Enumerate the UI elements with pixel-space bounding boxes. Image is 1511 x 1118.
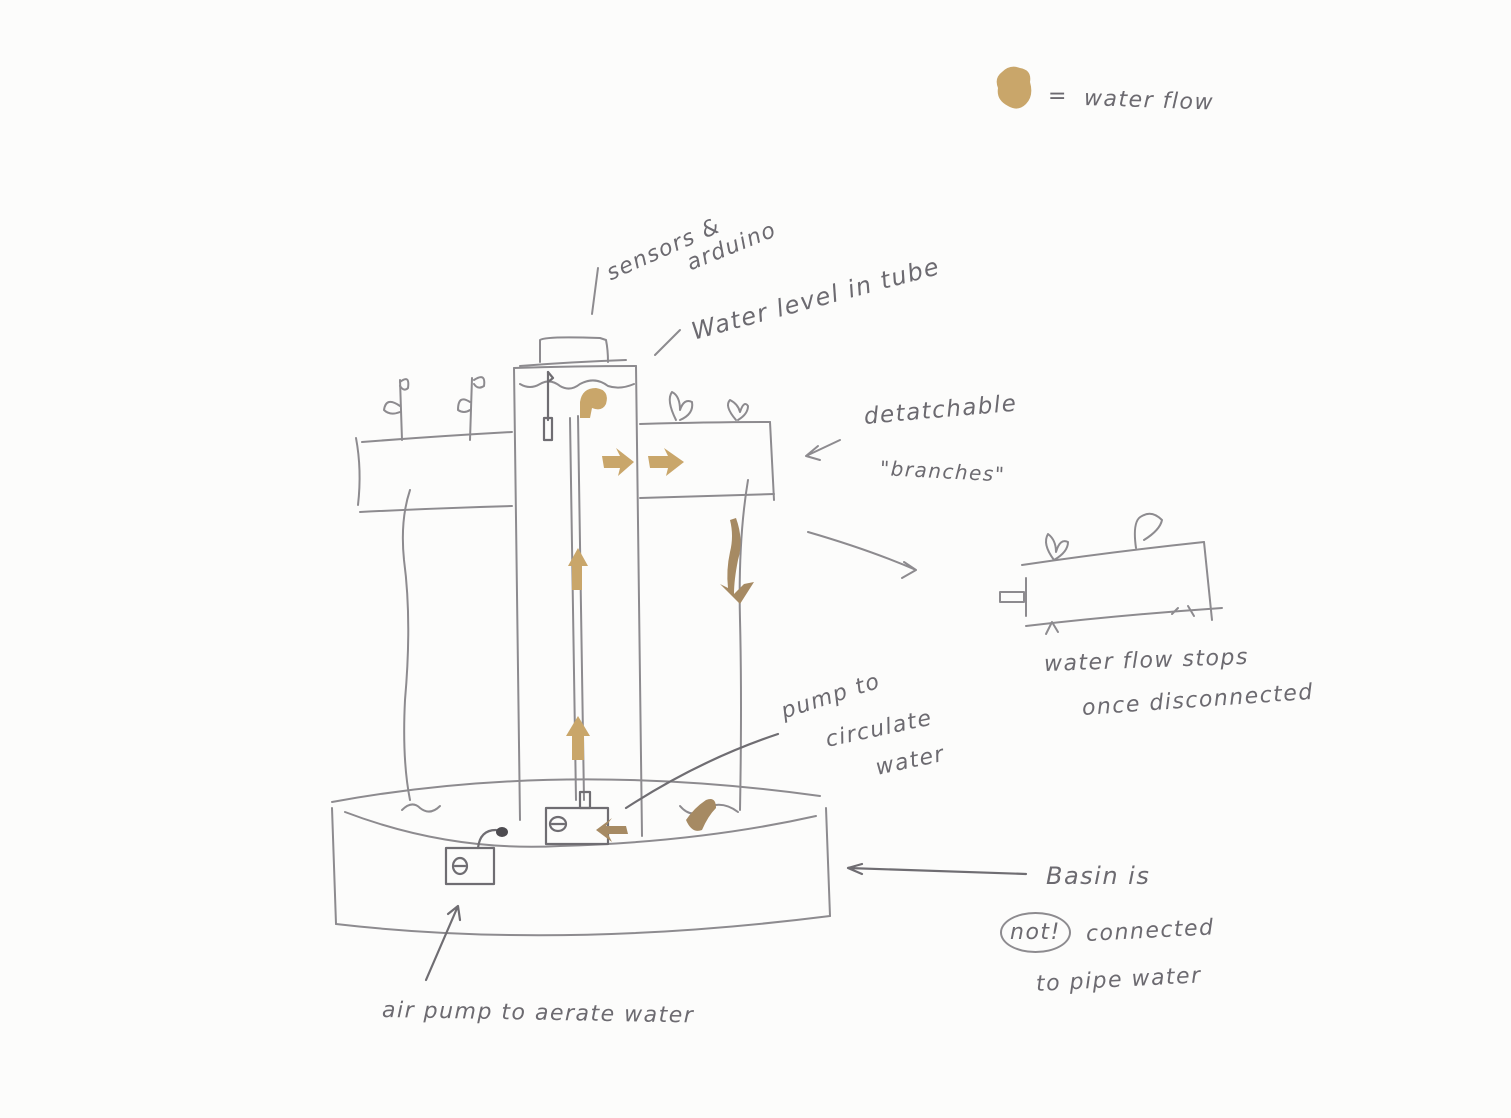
flow-top-blob-icon (580, 388, 607, 418)
left-plant-2-icon (457, 376, 486, 441)
flow-pump-intake-icon (596, 818, 628, 842)
right-plant-2-icon (727, 399, 749, 421)
air-pump-icon (444, 827, 508, 886)
detachable-pointer-arrow (805, 439, 841, 461)
basin-note-not: not! (1000, 912, 1071, 953)
central-tower (513, 365, 643, 837)
flow-down-arrow-icon (720, 518, 754, 604)
basin (331, 778, 831, 937)
flow-basin-return-icon (686, 799, 716, 831)
pump-pointer-line (624, 732, 780, 810)
flow-right-arrow-2-icon (648, 448, 684, 476)
flow-up-arrow-1-icon (568, 548, 588, 590)
legend-water-flow-icon (996, 66, 1032, 109)
right-plant-1-icon (668, 391, 694, 421)
basin-note-line1: Basin is (1046, 862, 1151, 890)
water-flow-arrows (566, 388, 754, 842)
detached-branch (999, 512, 1223, 635)
left-plant-1-icon (383, 378, 410, 441)
sensor-box (519, 336, 627, 367)
basin-not-circled: not! (1000, 912, 1071, 953)
air-pump-pointer-arrow (424, 904, 462, 982)
circulation-pump-icon (544, 790, 610, 846)
flow-right-arrow-1-icon (602, 448, 634, 476)
right-branch (639, 421, 775, 811)
left-branch (355, 431, 513, 813)
legend-label: water flow (1083, 86, 1215, 116)
float-sensor-icon (542, 370, 555, 442)
sensors-pointer-line (591, 267, 599, 315)
flow-up-arrow-2-icon (566, 716, 590, 760)
detached-branch-arrow (807, 531, 917, 579)
legend-equals: = (1048, 84, 1068, 109)
water-level-pointer-line (654, 329, 681, 356)
basin-pointer-arrow (846, 862, 1028, 876)
